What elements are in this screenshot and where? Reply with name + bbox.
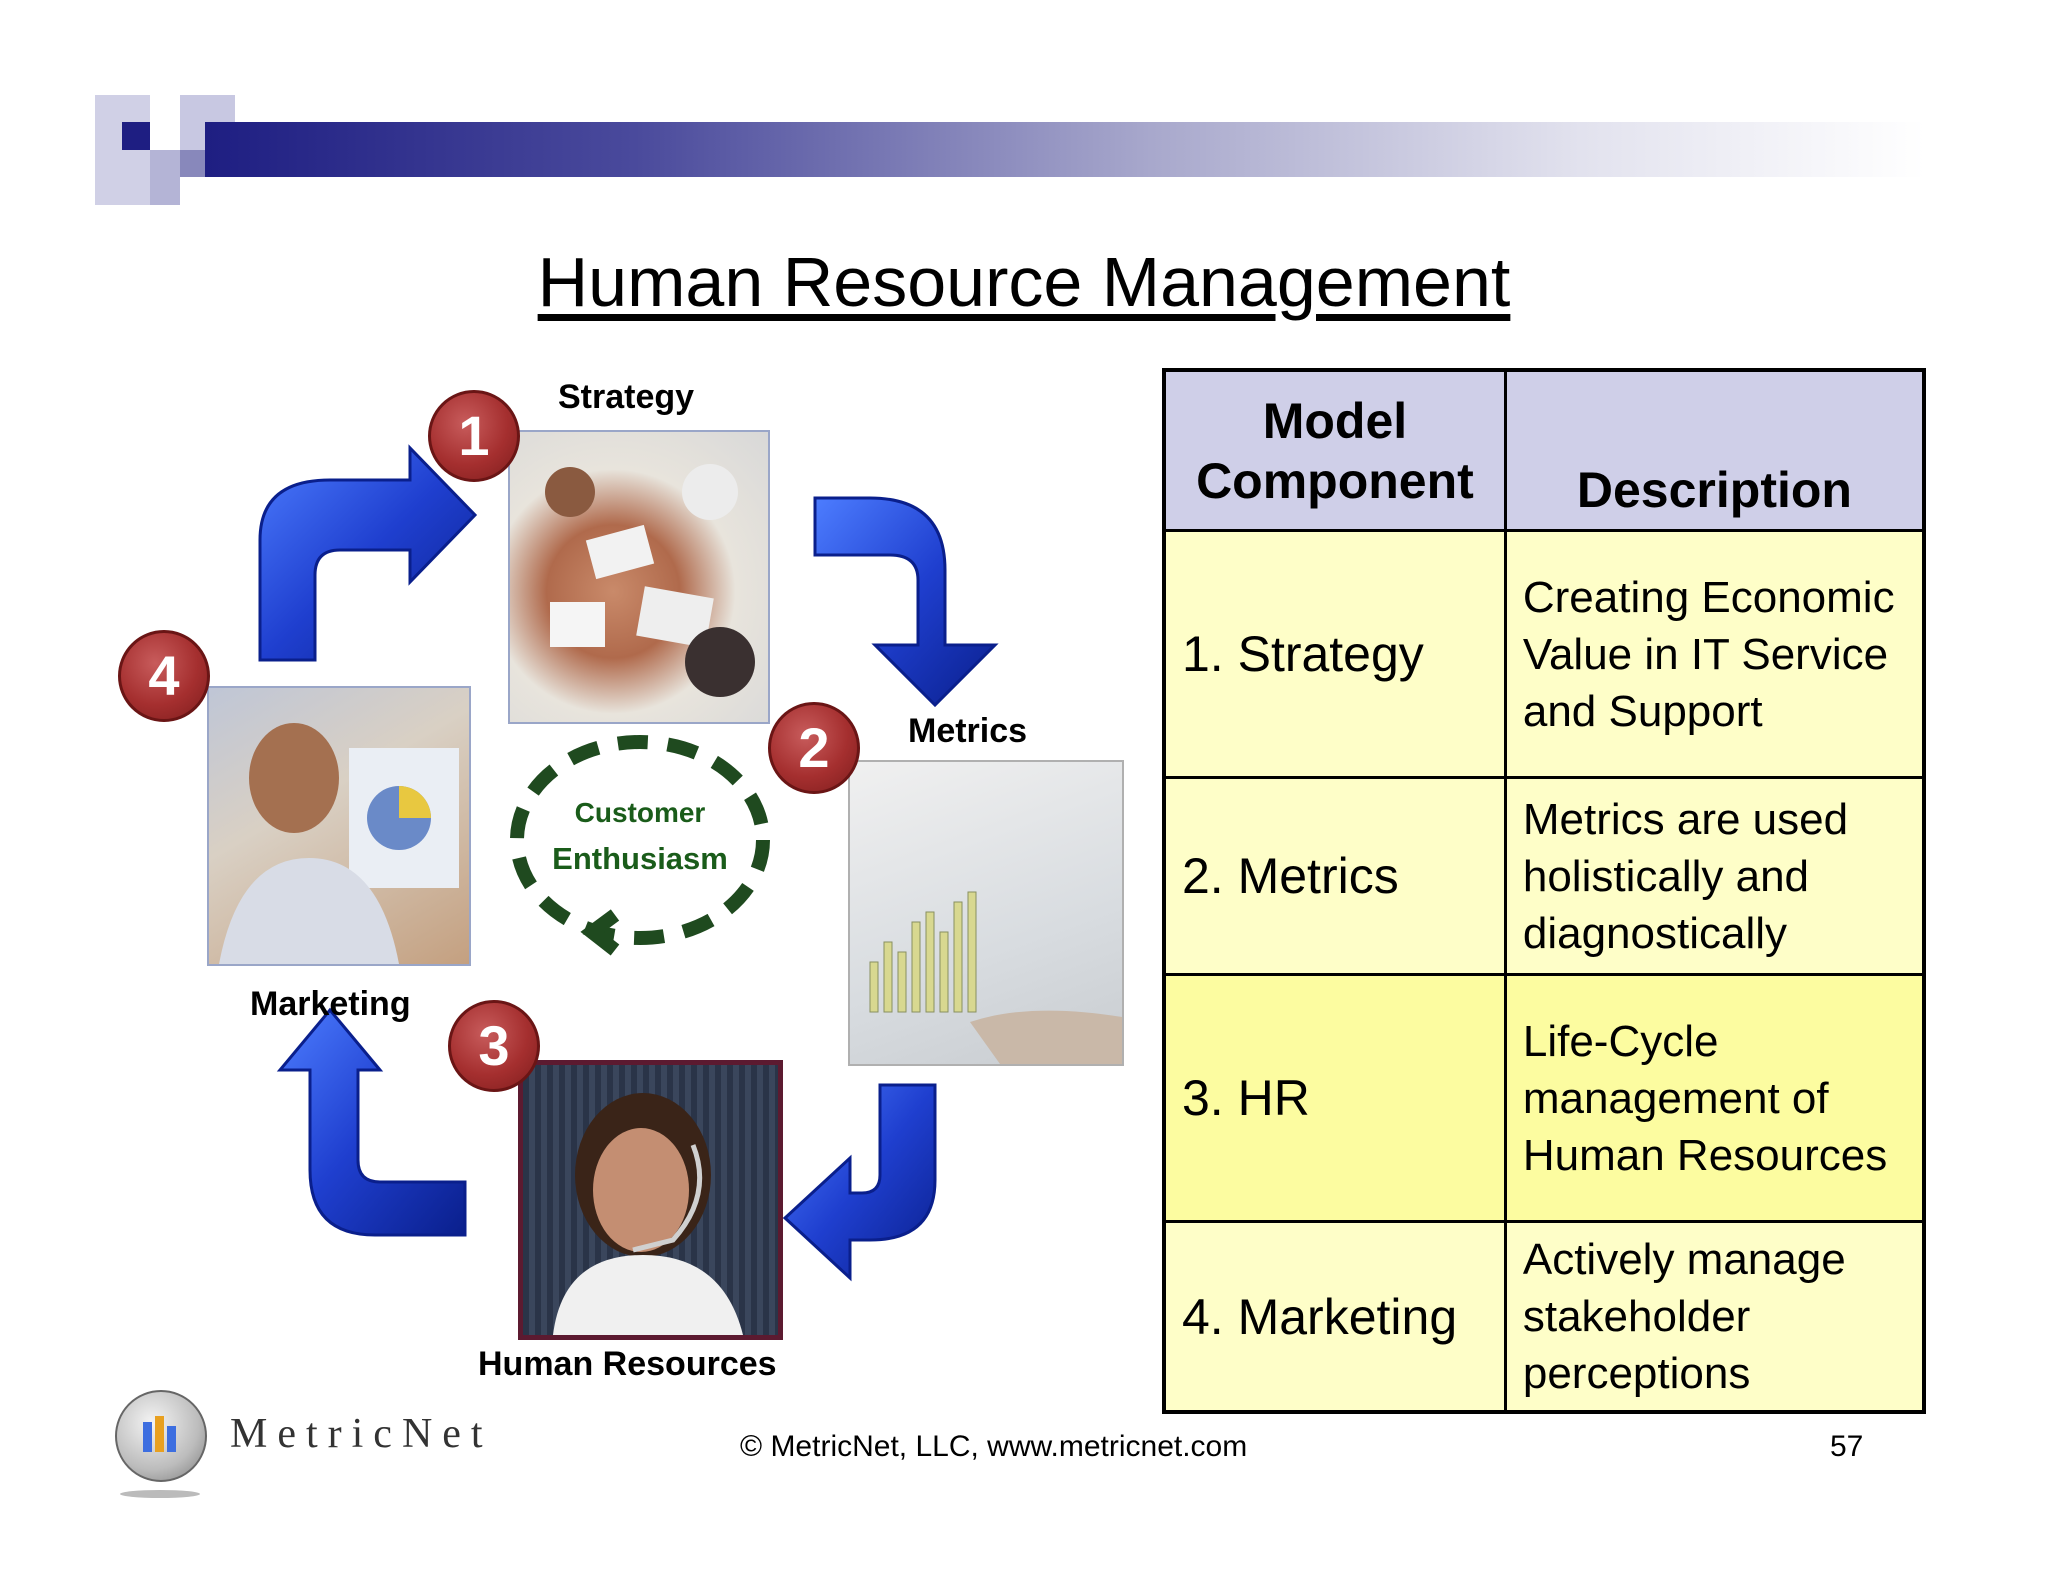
description-cell: Creating Economic Value in IT Service an… (1503, 529, 1926, 779)
step-2-badge: 2 (768, 702, 860, 794)
step-4-badge: 4 (118, 630, 210, 722)
logo-text: MetricNet (230, 1411, 493, 1457)
model-component-table: Model Component Description 1. Strategy … (1162, 368, 1926, 1414)
copyright-text: © MetricNet, LLC, www.metricnet.com (740, 1430, 1248, 1463)
logo-bars (143, 1416, 176, 1452)
component-cell: 4. Marketing (1162, 1220, 1507, 1414)
customer-enthusiasm-text: Customer Enthusiasm (520, 797, 760, 877)
strategy-label: Strategy (558, 378, 695, 416)
marketing-label: Marketing (250, 985, 411, 1023)
metrics-photo (848, 760, 1124, 1066)
headset-agent-illustration (553, 1093, 743, 1335)
customer-enthusiasm-cycle (510, 735, 770, 945)
presentation-illustration (219, 723, 459, 964)
page-number: 57 (1830, 1430, 1864, 1463)
table-row: 1. Strategy Creating Economic Value in I… (1162, 529, 1926, 779)
human-resources-label: Human Resources (478, 1345, 777, 1383)
human-resources-photo (518, 1060, 783, 1340)
component-cell: 1. Strategy (1162, 529, 1507, 779)
table-row: 4. Marketing Actively manage stakeholder… (1162, 1220, 1926, 1414)
component-cell: 3. HR (1162, 973, 1507, 1223)
center-line-1: Customer (574, 797, 706, 828)
table-header-row: Model Component Description (1162, 368, 1926, 532)
arrow-metrics-to-hr (782, 1083, 937, 1282)
cycle-arrowhead-icon (580, 909, 620, 956)
arrow-strategy-to-metrics (813, 496, 999, 708)
metricnet-logo-icon (115, 1390, 207, 1482)
cycle-arrows (258, 444, 999, 1282)
header-description: Description (1503, 368, 1926, 532)
header-model-component: Model Component (1162, 368, 1507, 532)
hr-cycle-diagram: Strategy 1 Metrics 2 Human Resources 3 (0, 370, 1140, 1390)
header-gradient-bar (205, 122, 1925, 177)
strategy-photo (508, 430, 770, 724)
meeting-table-illustration (545, 464, 755, 697)
table-row: 3. HR Life-Cycle management of Human Res… (1162, 973, 1926, 1223)
bar-chart-illustration (869, 891, 1122, 1064)
header-square-dark (122, 122, 150, 150)
component-cell: 2. Metrics (1162, 776, 1507, 976)
table-row: 2. Metrics Metrics are used holistically… (1162, 776, 1926, 976)
description-cell: Life-Cycle management of Human Resources (1503, 973, 1926, 1223)
marketing-photo (207, 686, 471, 966)
logo-shadow (120, 1490, 200, 1498)
arrow-marketing-to-strategy (258, 444, 478, 662)
center-line-2: Enthusiasm (552, 841, 728, 876)
step-1-badge: 1 (428, 390, 520, 482)
step-3-badge: 3 (448, 1000, 540, 1092)
metrics-label: Metrics (908, 712, 1028, 750)
header-square-light (150, 150, 180, 205)
arrow-hr-to-marketing (276, 1007, 467, 1237)
description-cell: Metrics are used holistically and diagno… (1503, 776, 1926, 976)
header-square-light (95, 95, 150, 205)
page-title: Human Resource Management (537, 243, 1511, 321)
description-cell: Actively manage stakeholder perceptions (1503, 1220, 1926, 1414)
